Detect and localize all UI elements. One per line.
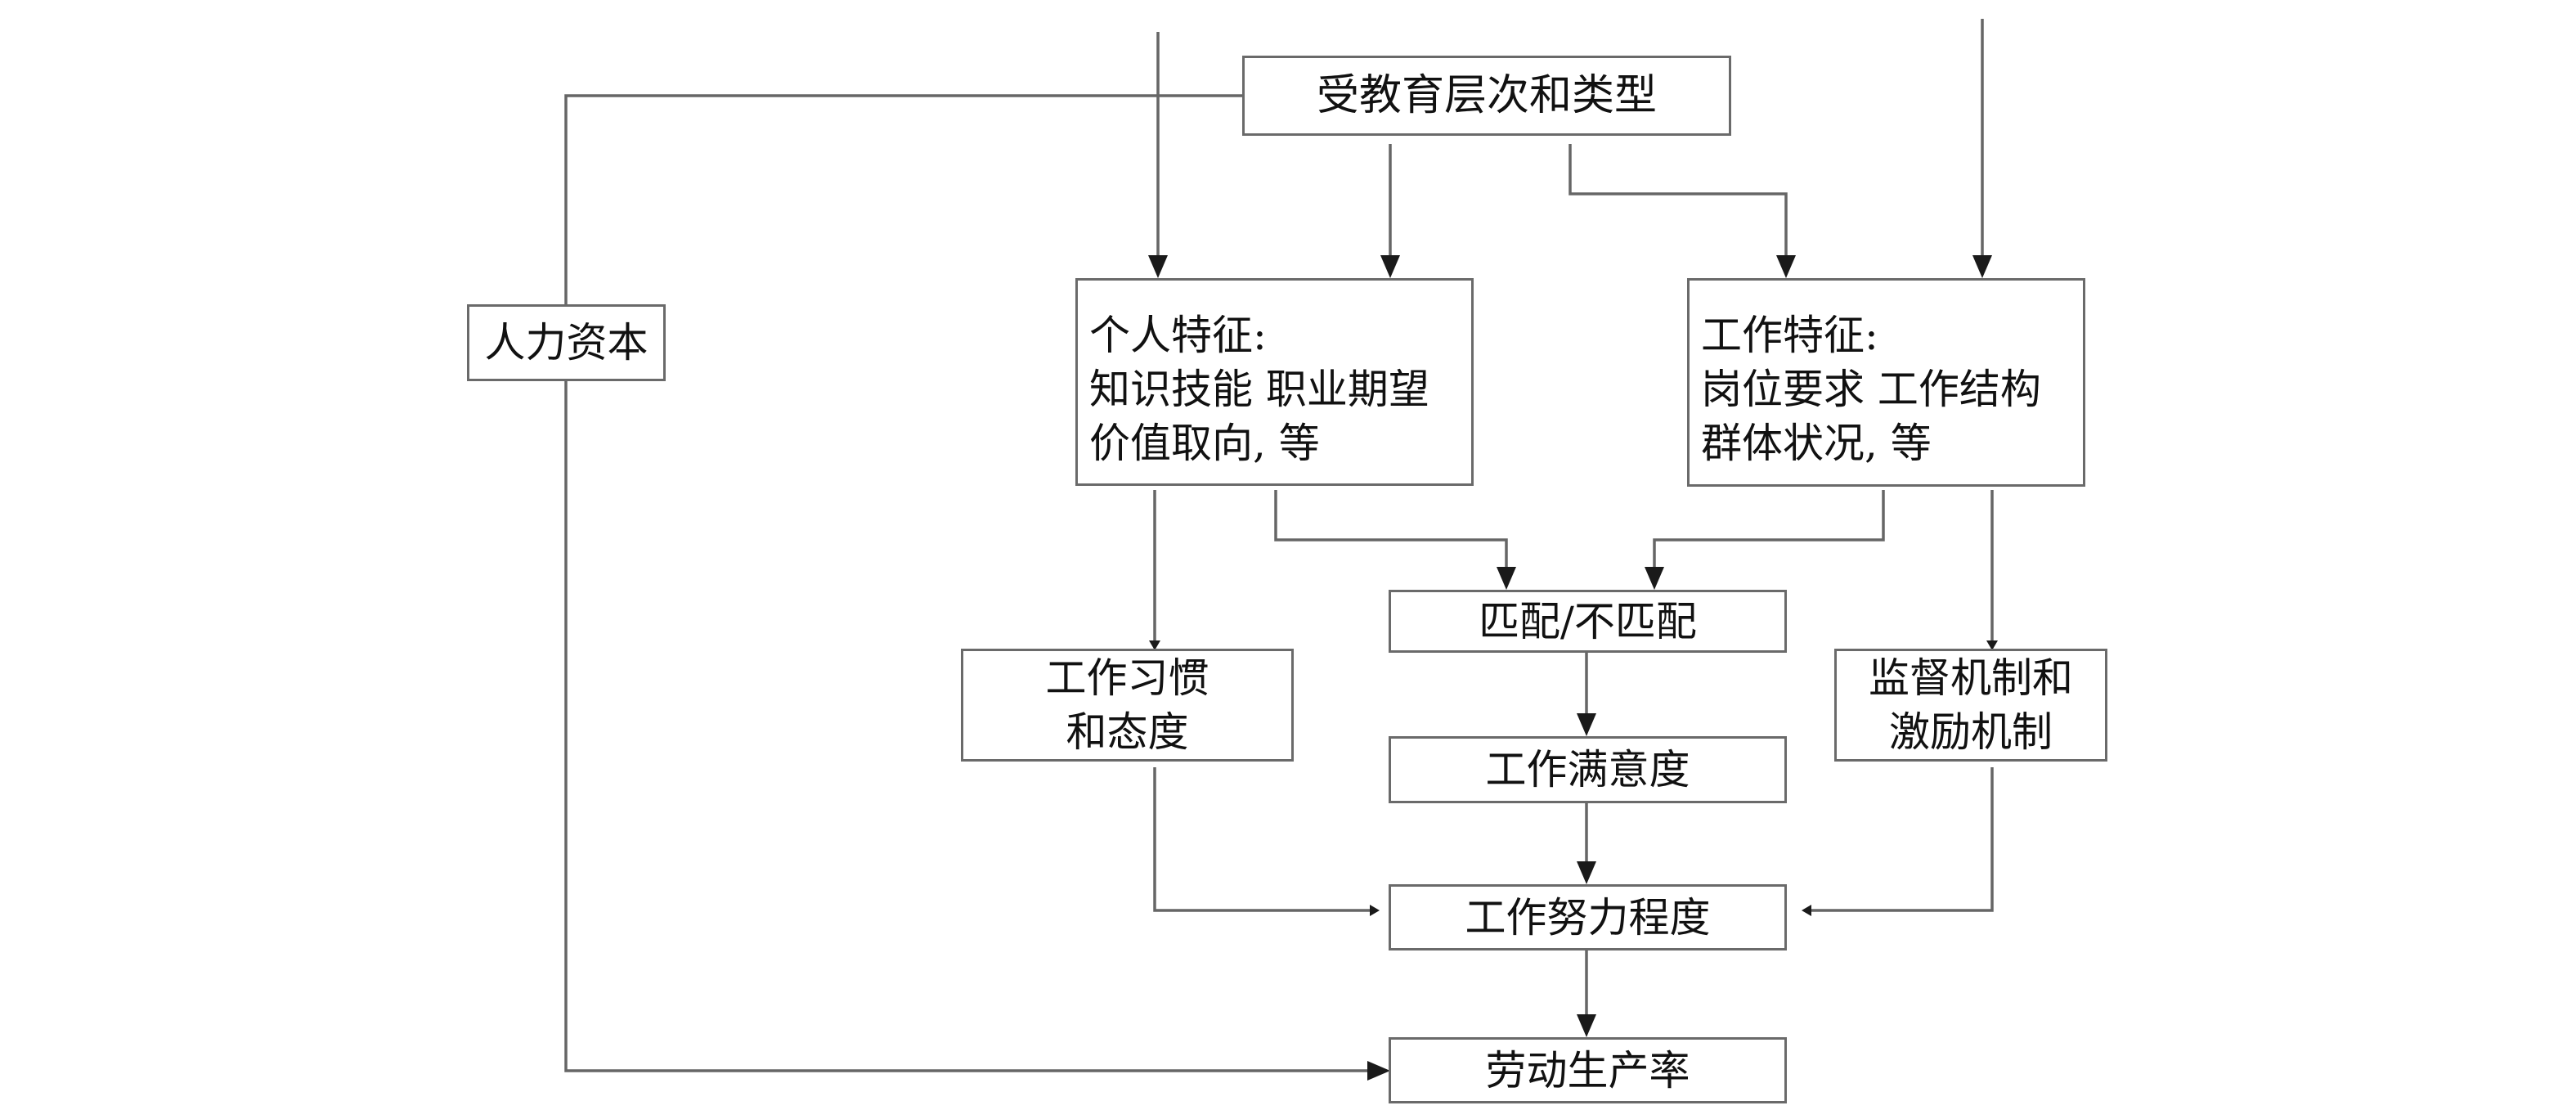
node-label-line: 价值取向, 等 [1089, 420, 1320, 467]
arrowhead-icon [1577, 713, 1596, 736]
connectors-layer [564, 19, 1994, 1072]
edge-education-to-job [1568, 144, 1788, 255]
arrowhead-icon [1149, 640, 1160, 650]
node-label: 工作努力程度 [1465, 893, 1711, 941]
node-labor-productivity: 劳动生产率 [1389, 1037, 1787, 1103]
node-education-level-type: 受教育层次和类型 [1242, 56, 1731, 136]
node-supervision-incentive: 监督机制和 激励机制 [1834, 649, 2107, 762]
node-job-satisfaction: 工作满意度 [1389, 736, 1787, 803]
node-personal-characteristics: 个人特征: 知识技能 职业期望 价值取向, 等 [1075, 278, 1474, 486]
node-label-line: 群体状况, 等 [1701, 420, 1932, 467]
arrowhead-icon [1577, 1014, 1596, 1037]
node-label-line: 激励机制 [1889, 708, 2053, 756]
arrowhead-icon [1645, 567, 1664, 590]
edge-job-to-match [1653, 490, 1885, 567]
node-human-capital: 人力资本 [467, 304, 666, 381]
arrowhead-icon [1367, 1061, 1390, 1081]
node-label-line: 知识技能 职业期望 [1089, 366, 1429, 413]
node-label-line: 和态度 [1066, 708, 1189, 756]
arrowhead-icon [1380, 255, 1400, 278]
edge-habits-to-effort [1153, 767, 1370, 912]
node-work-effort: 工作努力程度 [1389, 884, 1787, 950]
arrowhead-icon [1776, 255, 1796, 278]
node-label-line: 岗位要求 工作结构 [1701, 366, 2041, 413]
arrowheads-layer [1148, 255, 1998, 1081]
node-work-habits-attitude: 工作习惯 和态度 [961, 649, 1294, 762]
node-label-heading: 工作特征: [1701, 312, 1878, 359]
arrowhead-icon [1802, 905, 1811, 916]
node-label: 受教育层次和类型 [1316, 71, 1657, 120]
arrowhead-icon [1370, 905, 1380, 916]
node-label: 劳动生产率 [1485, 1046, 1690, 1094]
arrowhead-icon [1577, 861, 1596, 884]
node-label-line: 工作习惯 [1045, 654, 1209, 702]
arrowhead-icon [1986, 640, 1998, 650]
edge-education-to-human-capital [564, 94, 1242, 304]
node-label-line: 监督机制和 [1869, 654, 2073, 702]
edge-supervision-to-effort [1811, 767, 1994, 912]
arrowhead-icon [1497, 567, 1516, 590]
node-match-mismatch: 匹配/不匹配 [1389, 590, 1787, 653]
arrowhead-icon [1148, 255, 1168, 278]
node-job-characteristics: 工作特征: 岗位要求 工作结构 群体状况, 等 [1687, 278, 2085, 487]
edge-personal-to-match [1274, 490, 1508, 567]
arrowhead-icon [1972, 255, 1992, 278]
edge-human-capital-to-productivity [564, 381, 1367, 1072]
node-label: 人力资本 [484, 319, 648, 366]
node-label: 匹配/不匹配 [1479, 597, 1697, 645]
node-label-heading: 个人特征: [1089, 312, 1267, 359]
node-label: 工作满意度 [1485, 746, 1690, 793]
